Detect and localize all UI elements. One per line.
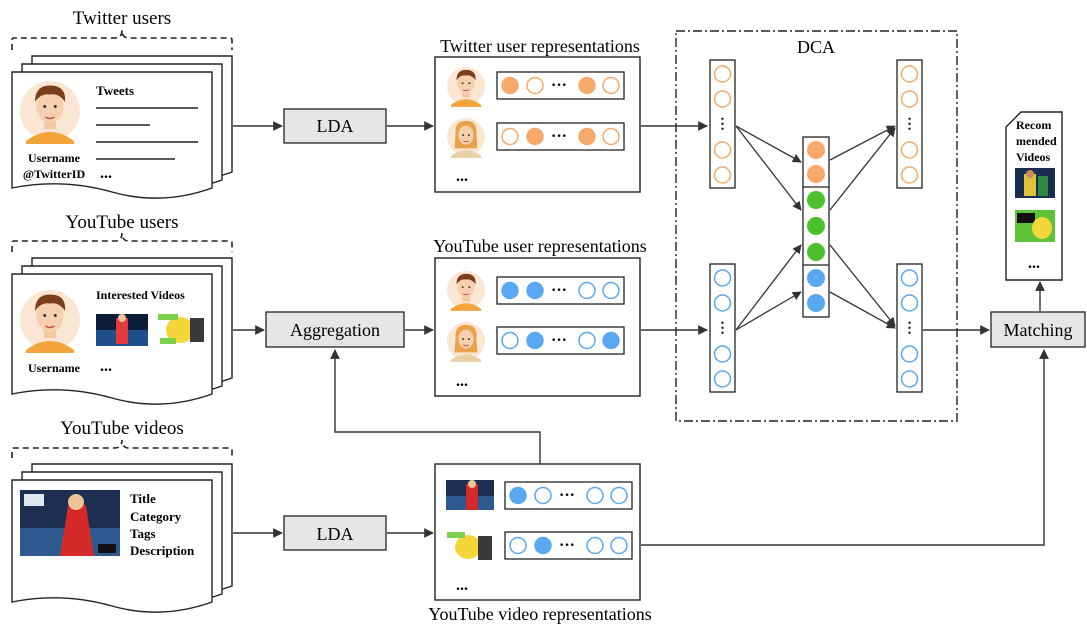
field-title: Title [130, 491, 156, 506]
lda-label-bottom: LDA [317, 524, 354, 544]
svg-text:···: ··· [551, 77, 567, 94]
recommended-ellipsis: ... [1028, 255, 1040, 272]
arrow-video-rep-to-aggregation [330, 349, 541, 464]
video-thumbnail [20, 490, 120, 556]
twitter-users-bracket [11, 29, 233, 50]
youtube-videos-label: YouTube videos [60, 418, 184, 439]
svg-text:···: ··· [551, 282, 567, 299]
recommended-line-1: Recom [1016, 118, 1051, 132]
recommended-thumb-1 [1015, 168, 1055, 198]
svg-text:···: ··· [559, 537, 575, 554]
lda-label-top: LDA [317, 116, 354, 136]
recommended-line-2: mended [1016, 134, 1057, 148]
svg-text:···: ··· [551, 128, 567, 145]
svg-text:⋮: ⋮ [903, 117, 917, 132]
arrow-video-rep-to-matching [641, 349, 1049, 546]
youtube-username: Username [28, 361, 81, 375]
dca-connections [735, 125, 896, 331]
svg-text:···: ··· [559, 487, 575, 504]
twitter-vector-2-cells: ··· [501, 127, 620, 146]
aggregation-label: Aggregation [290, 320, 380, 340]
flow-arrows [233, 121, 1049, 546]
svg-text:⋮: ⋮ [716, 321, 730, 336]
matching-label: Matching [1004, 320, 1073, 340]
youtube-rep-ellipsis: ... [456, 373, 468, 390]
interested-video-thumb-1 [96, 314, 148, 346]
svg-text:⋮: ⋮ [716, 117, 730, 132]
video-vector-2-cells: ··· [509, 536, 628, 555]
matching-box: Matching [990, 311, 1086, 348]
youtube-users-label: YouTube users [66, 212, 179, 233]
recommended-line-3: Videos [1016, 150, 1051, 164]
youtube-videos-bracket [11, 439, 233, 458]
lda-box-top: LDA [283, 108, 387, 144]
tweet-lines [96, 107, 198, 160]
dca-title: DCA [797, 37, 835, 57]
video-vector-1-cells: ··· [509, 486, 628, 505]
youtube-card-ellipsis: ... [100, 358, 112, 375]
video-rep-thumb-1 [446, 480, 494, 510]
video-metadata-fields: Title Category Tags Description [130, 491, 195, 558]
twitter-card-ellipsis: ... [100, 165, 112, 182]
twitter-representations-title: Twitter user representations [440, 36, 640, 56]
field-description: Description [130, 543, 195, 558]
dca-output-youtube: ⋮ [896, 263, 923, 393]
twitter-rep-ellipsis: ... [456, 168, 468, 185]
dca-boundary [675, 30, 958, 422]
interested-video-thumb-2 [156, 312, 206, 346]
twitter-handle: @TwitterID [23, 167, 86, 181]
video-rep-ellipsis: ... [456, 577, 468, 594]
dca-shared-layer [802, 136, 830, 318]
dca-input-twitter: ⋮ [709, 59, 736, 189]
svg-text:···: ··· [551, 332, 567, 349]
interested-videos-header: Interested Videos [96, 288, 185, 302]
tweets-header: Tweets [96, 83, 134, 98]
dca-output-twitter: ⋮ [896, 59, 923, 189]
youtube-vector-2-cells: ··· [501, 331, 620, 350]
svg-text:⋮: ⋮ [903, 321, 917, 336]
twitter-users-label: Twitter users [73, 8, 171, 29]
youtube-vector-1-cells: ··· [501, 281, 620, 300]
field-tags: Tags [130, 526, 156, 541]
video-rep-thumb-2 [446, 530, 494, 562]
aggregation-box: Aggregation [265, 311, 405, 348]
dca-input-youtube: ⋮ [709, 263, 736, 393]
twitter-username: Username [28, 151, 81, 165]
twitter-vector-1-cells: ··· [501, 76, 620, 95]
video-representations-title: YouTube video representations [428, 604, 652, 624]
youtube-representations-title: YouTube user representations [433, 236, 647, 256]
field-category: Category [130, 509, 182, 524]
recommended-thumb-2 [1015, 210, 1055, 242]
lda-box-bottom: LDA [283, 515, 387, 551]
youtube-users-bracket [11, 232, 233, 252]
